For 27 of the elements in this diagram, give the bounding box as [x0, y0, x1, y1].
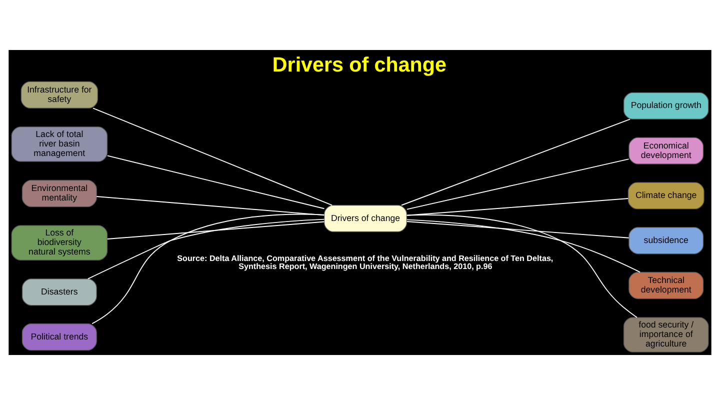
- diagram-title: Drivers of change: [272, 54, 446, 77]
- node-box: subsidence: [628, 226, 704, 254]
- node-box: Political trends: [22, 323, 97, 351]
- node-box: Economical development: [628, 137, 704, 164]
- node-box: Drivers of change: [324, 204, 408, 232]
- connector: [406, 219, 641, 273]
- connector: [406, 158, 630, 210]
- node-box: food security / importance of agriculture: [623, 317, 709, 352]
- node-box: Environmental mentality: [22, 180, 97, 208]
- connector: [400, 118, 631, 206]
- node-box: Climate change: [628, 182, 704, 210]
- connector: [406, 198, 629, 216]
- caption: Source: Delta Alliance, Comparative Assessment of the Vulnerability and Resilience of Ten Deltas, Synthesis Report, Wageningen University, Netherlands, 2010, p.96: [177, 254, 554, 272]
- node-box: Disasters: [22, 278, 97, 306]
- node-box: Loss of biodiversity natural systems: [11, 225, 108, 260]
- node-box: Technical development: [628, 272, 704, 300]
- node-box: Population growth: [623, 92, 709, 120]
- connector: [106, 155, 325, 210]
- connector: [106, 221, 325, 240]
- connector: [96, 196, 325, 216]
- connector: [92, 214, 325, 324]
- connector: [87, 218, 325, 280]
- connector: [406, 221, 630, 238]
- node-box: Lack of total river basin management: [11, 126, 108, 162]
- connector: [406, 214, 638, 318]
- node-box: Infrastructure for safety: [20, 81, 98, 108]
- connector: [92, 108, 332, 206]
